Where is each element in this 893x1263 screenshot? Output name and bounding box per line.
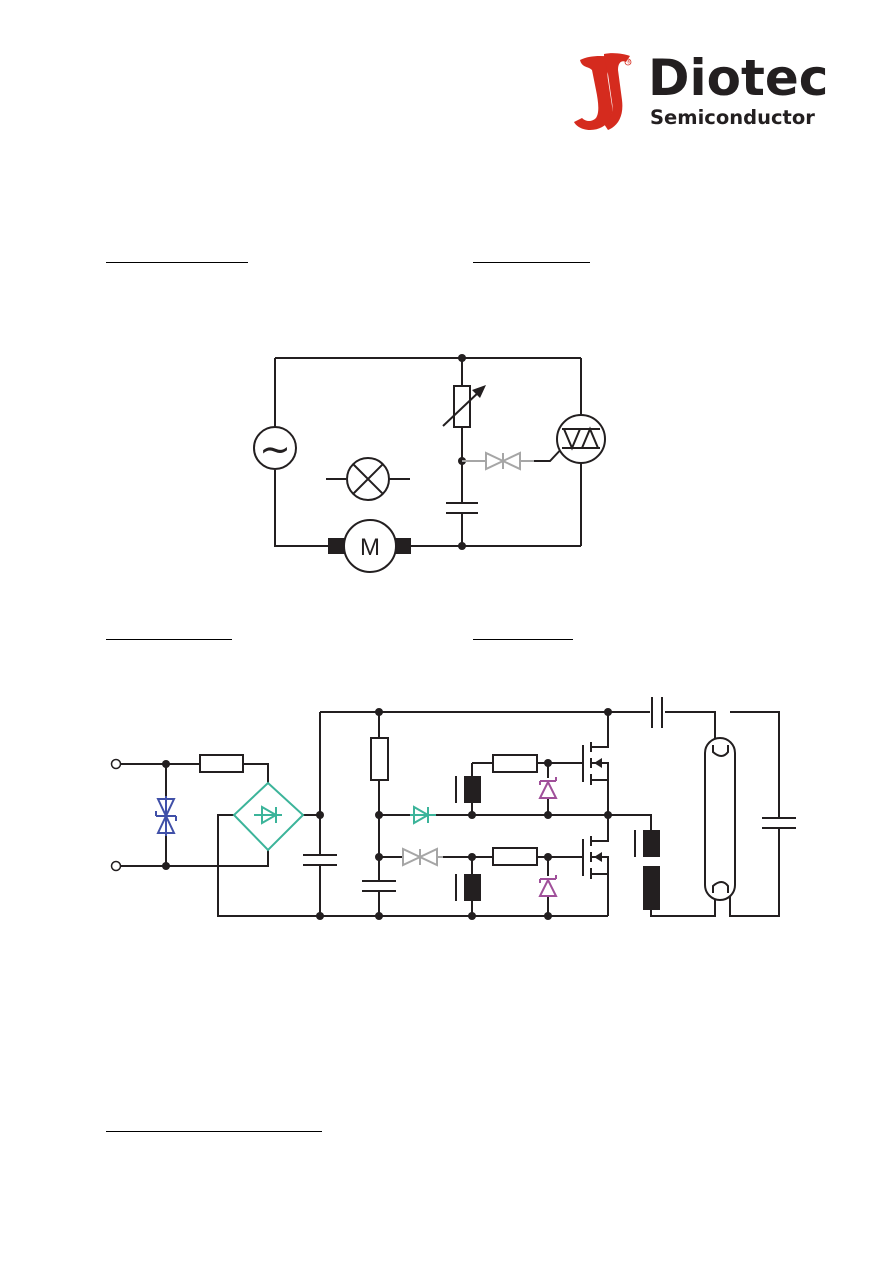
brand-name: Diotec — [648, 49, 829, 107]
input-resistor-icon — [199, 754, 244, 773]
section-heading-rule-3 — [106, 639, 232, 640]
variable-resistor-arrow-icon — [442, 385, 486, 427]
mosfet-upper-arrow — [594, 758, 602, 768]
registered-mark: ® — [627, 59, 631, 64]
variable-resistor-icon — [453, 385, 471, 428]
zener-diode-upper-icon — [538, 777, 558, 799]
brand-subtitle: Semiconductor — [650, 106, 815, 129]
gate-transformer-upper-icon — [464, 776, 481, 803]
input-terminal — [110, 860, 122, 872]
wire-left-bottom — [274, 470, 328, 547]
gate-transformer-lower-icon — [464, 874, 481, 901]
section-heading-rule-2 — [473, 262, 590, 263]
section-heading-rule-4 — [473, 639, 573, 640]
diac-icon — [402, 847, 443, 867]
mosfet-lower-arrow — [594, 852, 602, 862]
junction-dot — [458, 354, 466, 362]
tvs-diode-icon — [155, 796, 177, 836]
ac-source-symbol: ~ — [259, 427, 291, 471]
section-heading-rule-1 — [106, 262, 248, 263]
diotec-logo: ® Diotec Semiconductor — [570, 50, 840, 135]
output-choke-icon — [643, 830, 660, 857]
parallel-capacitor-icon — [762, 817, 796, 829]
gate-resistor-upper-icon — [492, 754, 538, 773]
junction-dots — [162, 708, 612, 920]
start-resistor-icon — [370, 737, 389, 781]
ac-source-icon — [253, 426, 297, 470]
bridge-rectifier-icon — [232, 781, 305, 852]
motor-icon — [343, 519, 397, 573]
capacitor-icon — [446, 502, 478, 514]
lamp-icon — [346, 457, 390, 501]
wire-bridge-left — [217, 814, 320, 917]
series-capacitor-icon — [651, 697, 663, 728]
diotec-logo-icon: ® — [574, 53, 632, 131]
diac-icon — [462, 451, 534, 471]
wire-input-top-2 — [243, 763, 269, 783]
diode-icon — [410, 805, 436, 825]
wire-input-bottom — [120, 850, 269, 867]
input-terminal — [110, 758, 122, 770]
triac-icon — [556, 414, 606, 464]
wire-bus-top-2 — [665, 711, 716, 740]
wire-choke — [608, 814, 652, 830]
start-capacitor-icon — [362, 880, 396, 892]
output-choke-icon-2 — [643, 866, 660, 910]
junction-dot — [458, 542, 466, 550]
motor-brush-left — [328, 538, 345, 554]
motor-brush-right — [394, 538, 411, 554]
bus-capacitor-icon — [303, 854, 337, 866]
gate-resistor-lower-icon — [492, 847, 538, 866]
section-heading-rule-5 — [106, 1131, 322, 1132]
fluorescent-tube-icon — [704, 737, 736, 901]
zener-diode-lower-icon — [538, 875, 558, 897]
motor-label: M — [360, 534, 380, 561]
